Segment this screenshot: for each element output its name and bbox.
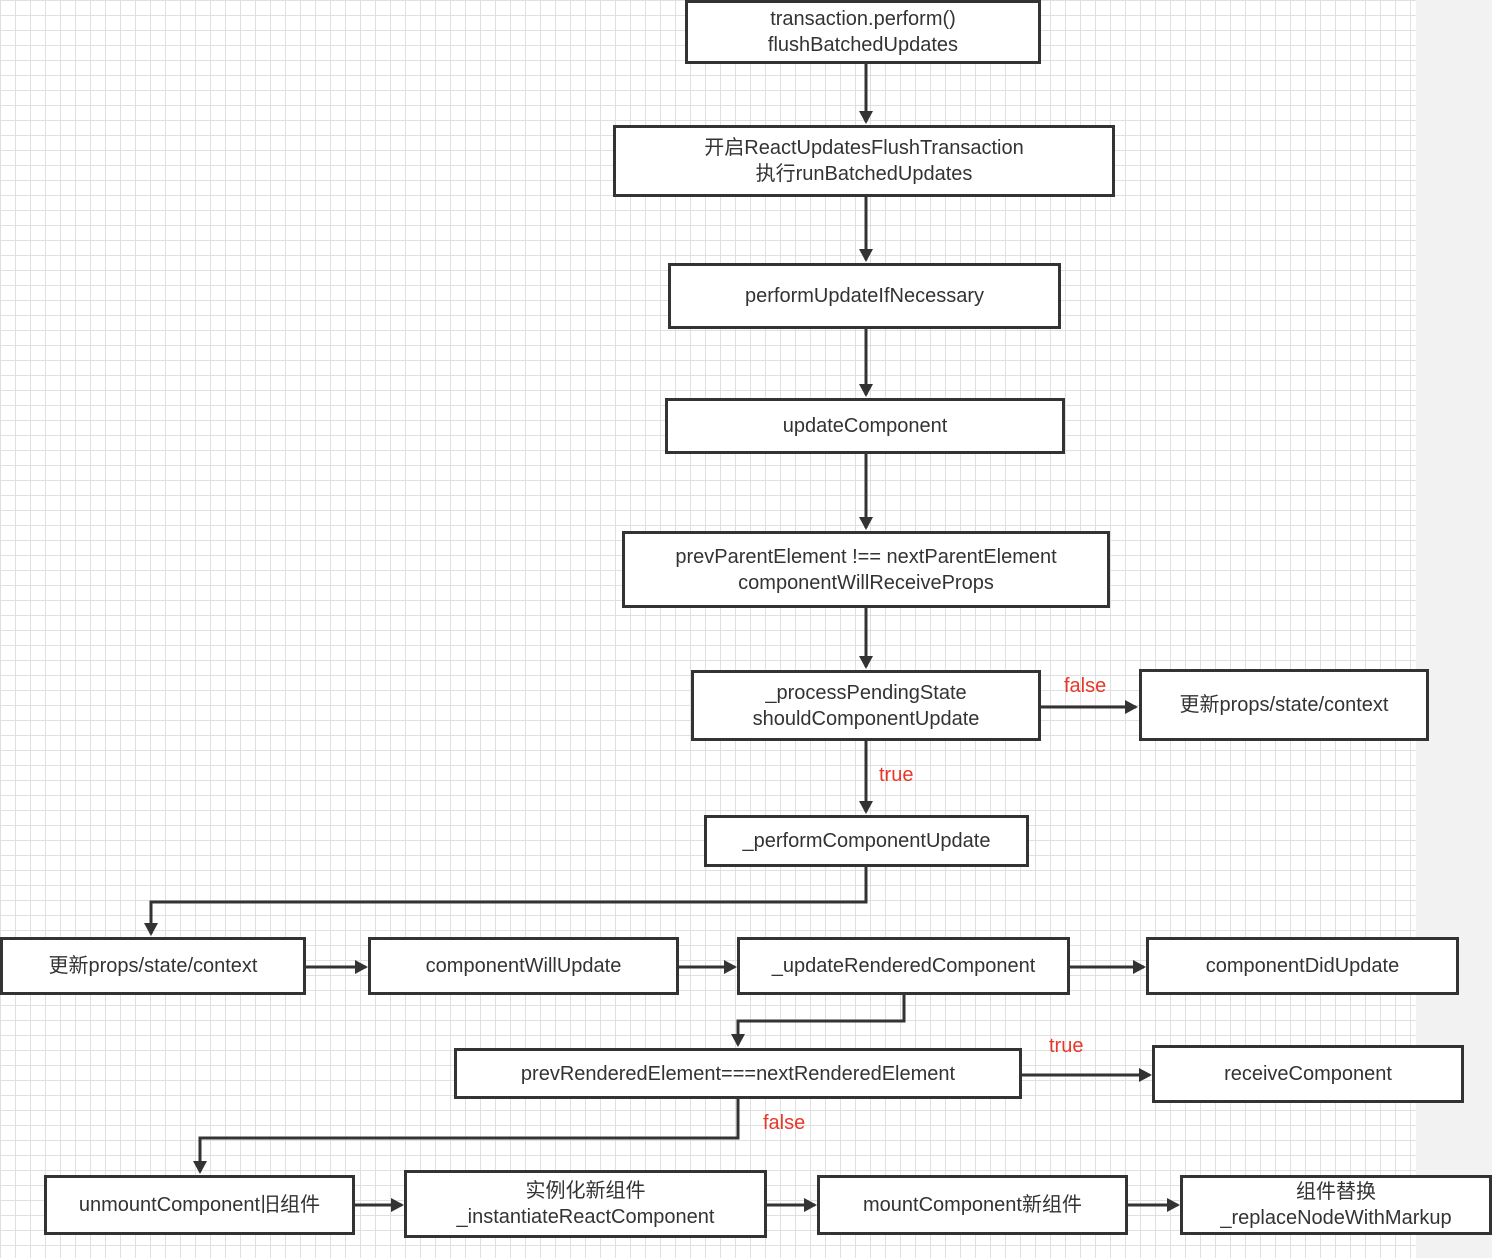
node-text: mountComponent新组件 [863,1194,1082,1216]
node-text: 实例化新组件 [525,1180,646,1202]
node-text: 组件替换 [1296,1181,1376,1203]
node-text: componentWillUpdate [425,955,622,977]
connector-layer [144,64,1180,1212]
edge-perform-component-update-to-update-props [144,867,868,936]
node-text: 执行runBatchedUpdates [755,163,973,185]
node-text: flushBatchedUpdates [767,34,959,56]
node-text: _instantiateReactComponent [456,1206,715,1228]
node-text: _performComponentUpdate [742,830,991,852]
node-text: prevParentElement !== nextParentElement [675,545,1057,568]
node-text: shouldComponentUpdate [752,707,980,730]
node-text: performUpdateIfNecessary [745,285,984,307]
node-component-did-update: componentDidUpdate [1146,937,1459,995]
node-update-props-left: 更新props/state/context [0,937,306,995]
node-receive-component: receiveComponent [1152,1045,1464,1103]
node-update-component: updateComponent [665,398,1065,454]
node-text: unmountComponent旧组件 [78,1194,321,1216]
node-text: updateComponent [782,415,948,437]
node-text: _replaceNodeWithMarkup [1220,1207,1452,1229]
edge-label-scu-false: false [1064,675,1107,697]
node-prev-parent-element: prevParentElement !== nextParentElement … [622,531,1110,608]
node-text: _updateRenderedComponent [771,955,1036,977]
node-text: componentDidUpdate [1205,955,1400,977]
node-open-flush-transaction: 开启ReactUpdatesFlushTransaction 执行runBatc… [613,125,1115,197]
node-update-props-right: 更新props/state/context [1139,669,1429,741]
node-update-rendered-component: _updateRenderedComponent [737,937,1070,995]
node-text: 更新props/state/context [48,955,258,977]
node-text: _processPendingState [765,681,967,704]
node-unmount-component: unmountComponent旧组件 [44,1175,355,1235]
node-text: 开启ReactUpdatesFlushTransaction [704,137,1024,159]
edge-label-scu-true: true [879,764,914,786]
node-text: transaction.perform() [770,8,956,30]
node-perform-update-if-necessary: performUpdateIfNecessary [668,263,1061,329]
node-text: componentWillReceiveProps [738,571,994,594]
node-instantiate-component: 实例化新组件 _instantiateReactComponent [404,1170,767,1238]
edge-label-rendered-true: true [1049,1035,1084,1057]
node-text: 更新props/state/context [1179,694,1389,716]
node-process-pending-state: _processPendingState shouldComponentUpda… [691,670,1041,741]
edge-label-rendered-false: false [763,1112,806,1134]
node-text: receiveComponent [1224,1063,1392,1085]
edge-prev-rendered-false [193,1099,740,1174]
node-prev-rendered-element: prevRenderedElement===nextRenderedElemen… [454,1048,1022,1099]
node-perform-component-update: _performComponentUpdate [704,815,1029,867]
node-replace-node-with-markup: 组件替换 _replaceNodeWithMarkup [1180,1175,1492,1235]
node-text: prevRenderedElement===nextRenderedElemen… [520,1062,956,1085]
node-transaction-perform: transaction.perform() flushBatchedUpdate… [685,0,1041,64]
edge-update-rendered-to-prev-rendered [731,995,906,1047]
node-component-will-update: componentWillUpdate [368,937,679,995]
node-mount-component: mountComponent新组件 [817,1175,1128,1235]
